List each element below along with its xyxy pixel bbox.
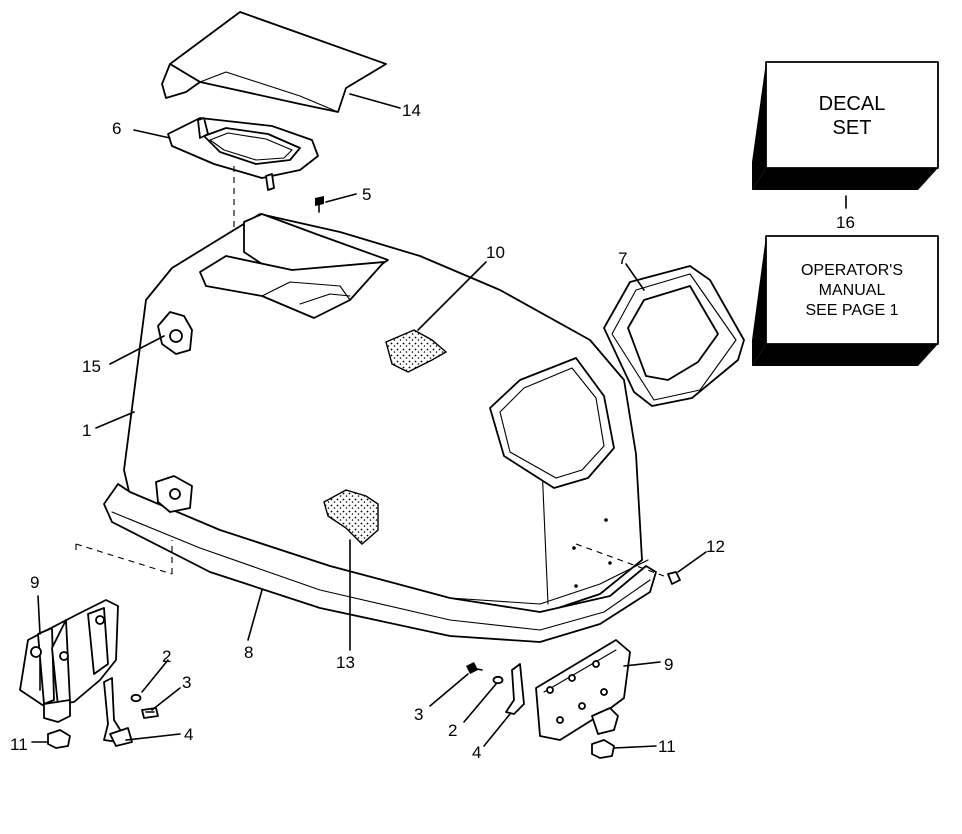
bumper-right — [591, 739, 615, 759]
callout-15: 15 — [82, 357, 101, 376]
callout-5: 5 — [362, 185, 371, 204]
manual-box-line3: SEE PAGE 1 — [805, 302, 898, 319]
latch-plate-left — [19, 599, 119, 723]
cover-seal — [103, 483, 657, 643]
callout-3-right: 3 — [414, 705, 423, 724]
callout-11-right: 11 — [658, 737, 676, 756]
air-intake-cover — [161, 11, 387, 113]
grommet — [157, 311, 193, 355]
latch-plate-right — [535, 639, 631, 741]
screw-left — [141, 707, 159, 719]
manual-box-line2: MANUAL — [819, 282, 886, 299]
callout-9-right: 9 — [664, 655, 673, 674]
callout-11-left: 11 — [10, 735, 28, 754]
callout-4-left: 4 — [184, 725, 193, 744]
decal-box-line1: DECAL — [819, 93, 886, 115]
callout-14: 14 — [402, 101, 421, 120]
bumper-left — [47, 729, 71, 749]
callout-12: 12 — [706, 537, 725, 556]
callout-6: 6 — [112, 119, 121, 138]
decal-box-line2: SET — [833, 117, 872, 139]
bracket-right — [505, 663, 525, 715]
callout-3-left: 3 — [182, 673, 191, 692]
manual-box-line1: OPERATOR'S — [801, 262, 903, 279]
screw-top — [315, 196, 324, 213]
decal-set: DECAL SET — [752, 61, 939, 209]
motor-cover — [117, 213, 649, 615]
leader-lines — [31, 93, 707, 749]
pin-right — [575, 543, 681, 585]
vent-plate — [167, 117, 319, 191]
washer-right — [492, 675, 504, 685]
operators-manual-box: OPERATOR'S MANUAL SEE PAGE 1 — [752, 235, 939, 366]
latch-alignment-box — [75, 540, 173, 575]
pad-front — [323, 489, 379, 545]
callout-1: 1 — [82, 421, 91, 440]
callout-2-right: 2 — [448, 721, 457, 740]
callout-2-left: 2 — [162, 647, 171, 666]
callout-8: 8 — [244, 643, 253, 662]
screw-right — [466, 662, 483, 674]
window-frame — [603, 265, 745, 407]
callout-4-right: 4 — [472, 743, 481, 762]
callout-16: 16 — [836, 213, 855, 232]
callout-13: 13 — [336, 653, 355, 672]
pad-top — [385, 329, 448, 373]
callout-10: 10 — [486, 243, 505, 262]
callout-labels: 14 6 5 16 10 7 15 1 12 9 8 13 2 9 3 3 2 … — [10, 101, 855, 762]
callout-9-left: 9 — [30, 573, 39, 592]
callout-7: 7 — [618, 249, 627, 268]
washer-left — [130, 693, 142, 703]
bracket-left — [103, 677, 133, 747]
cover-latch-grommet — [155, 475, 193, 513]
